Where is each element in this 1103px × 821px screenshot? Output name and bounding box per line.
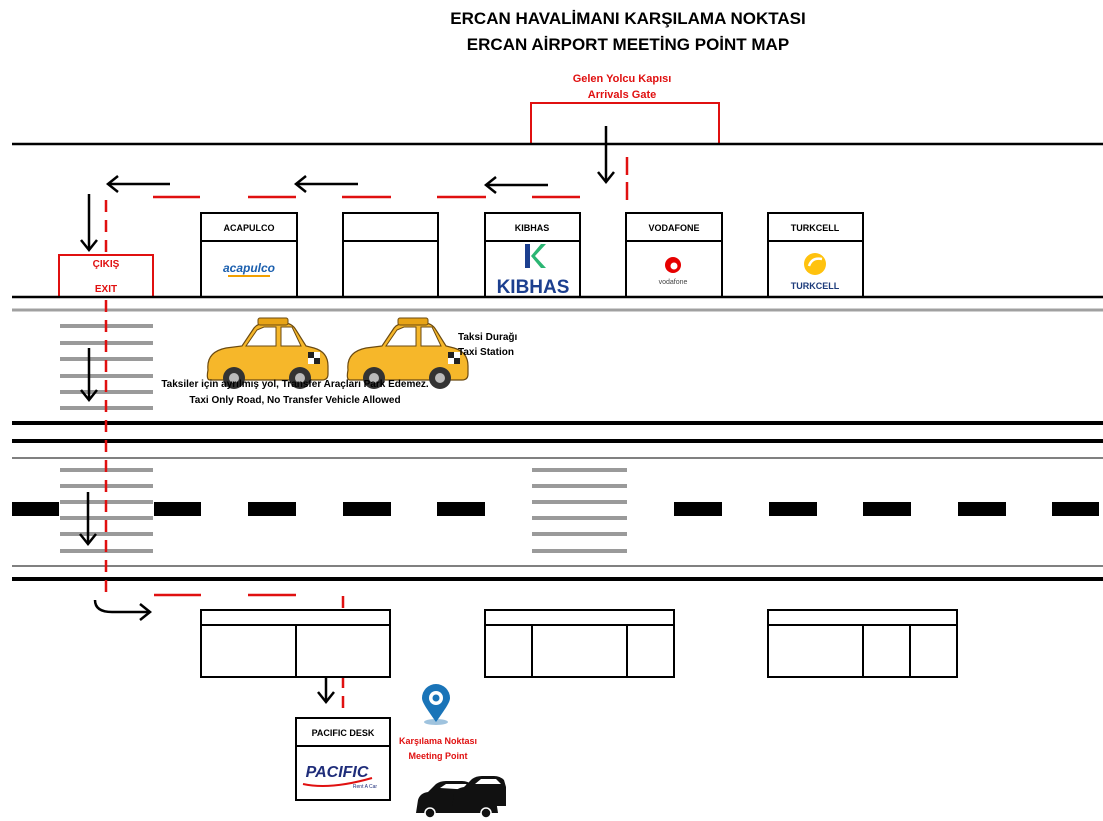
- booth-empty: [342, 212, 439, 298]
- pacific-logo: PACIFIC: [306, 764, 369, 781]
- taxi-road-note-tr: Taksiler için ayrılmış yol, Transfer Ara…: [161, 379, 429, 390]
- pacific-desk: PACIFIC DESK PACIFIC Rent A Car: [295, 717, 391, 801]
- pacific-sub-logo: Rent A Car: [353, 784, 378, 790]
- vodafone-icon: [665, 257, 681, 273]
- taxi-station-label-en: Taxi Station: [458, 347, 514, 358]
- turkcell-icon: [804, 253, 826, 275]
- lane-dashes: [12, 502, 1099, 516]
- location-pin-icon: [422, 684, 450, 725]
- turkcell-logo: TURKCELL: [791, 281, 840, 291]
- exit-label-tr: ÇIKIŞ: [93, 259, 120, 270]
- acapulco-logo: acapulco: [223, 261, 275, 275]
- booth-label-kibhas: KIBHAS: [515, 223, 550, 233]
- pacific-swoosh: [302, 777, 373, 787]
- meeting-point-label-tr: Karşılama Noktası: [399, 736, 477, 746]
- car-icon: [416, 776, 506, 819]
- kibhas-k-icon: [525, 244, 546, 268]
- exit-label-en: EXIT: [95, 284, 117, 295]
- booth-vodafone: VODAFONE vodafone: [625, 212, 723, 298]
- map-title-tr: ERCAN HAVALİMANI KARŞILAMA NOKTASI: [450, 9, 805, 28]
- booth-acapulco: ACAPULCO acapulco: [200, 212, 298, 298]
- arrivals-gate-label-tr: Gelen Yolcu Kapısı: [573, 73, 672, 85]
- map-title-en: ERCAN AİRPORT MEETİNG POİNT MAP: [467, 35, 789, 54]
- arrow-icon: [80, 126, 615, 253]
- walking-route-top: [153, 157, 629, 200]
- building-3: [767, 609, 958, 678]
- booth-label-turkcell: TURKCELL: [791, 223, 840, 233]
- building-2: [484, 609, 675, 678]
- booth-turkcell: TURKCELL TURKCELL: [767, 212, 864, 298]
- kibhas-logo: KIBHAS: [497, 277, 570, 298]
- taxi-station-label-tr: Taksi Durağı: [458, 332, 517, 343]
- arrivals-gate-label-en: Arrivals Gate: [588, 89, 656, 101]
- taxi-road-note-en: Taxi Only Road, No Transfer Vehicle Allo…: [189, 395, 400, 406]
- booth-kibhas: KIBHAS KIBHAS: [484, 212, 581, 298]
- meeting-point-label-en: Meeting Point: [409, 751, 468, 761]
- booth-label-vodafone: VODAFONE: [648, 223, 699, 233]
- crosswalk-3: [532, 468, 627, 553]
- pacific-desk-label: PACIFIC DESK: [312, 728, 375, 738]
- vodafone-logo: vodafone: [659, 279, 688, 286]
- arrivals-gate: [530, 102, 720, 145]
- booth-label-acapulco: ACAPULCO: [224, 223, 275, 233]
- building-1: [200, 609, 391, 678]
